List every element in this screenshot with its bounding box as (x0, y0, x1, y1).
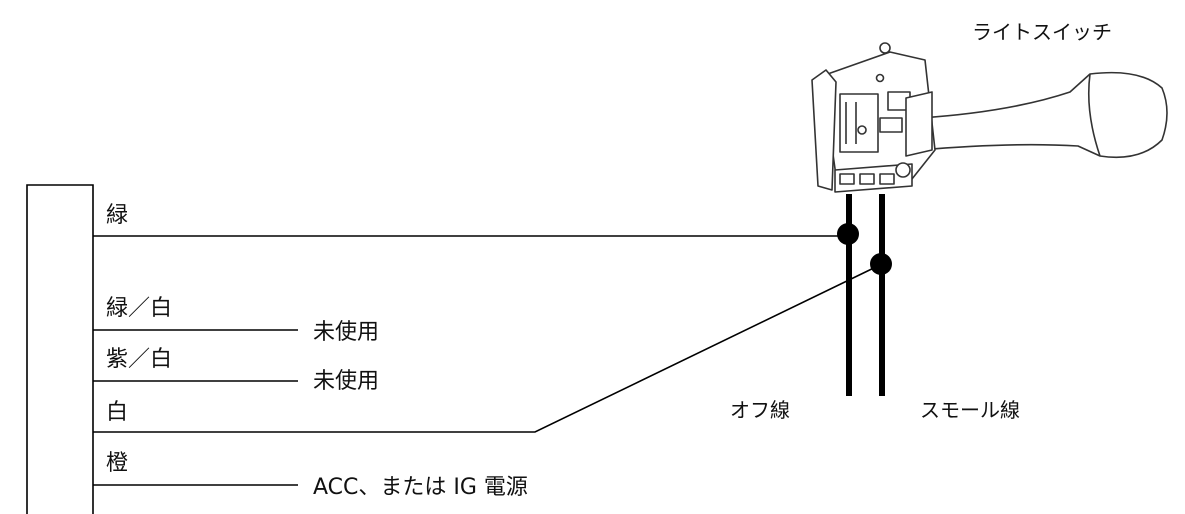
wire-label-orange: 橙 (106, 451, 129, 476)
junction-dot-small (870, 253, 892, 275)
wire-label-green-white: 緑／白 (106, 296, 173, 321)
wire-label-purple-white: 紫／白 (106, 347, 173, 372)
connector-block (26, 184, 94, 514)
switch-label: ライトスイッチ (972, 20, 1112, 44)
terminal-label-off: オフ線 (730, 398, 790, 422)
note-unused-1: 未使用 (313, 320, 380, 345)
wire-white (93, 263, 883, 433)
wire-label-white: 白 (106, 400, 129, 425)
note-power-source: ACC、または IG 電源 (313, 475, 528, 500)
note-unused-2: 未使用 (313, 369, 380, 394)
light-switch-icon (811, 42, 1168, 193)
terminal-label-small: スモール線 (920, 398, 1020, 422)
junction-dot-off (837, 223, 859, 245)
wire-label-green: 緑 (106, 203, 129, 228)
